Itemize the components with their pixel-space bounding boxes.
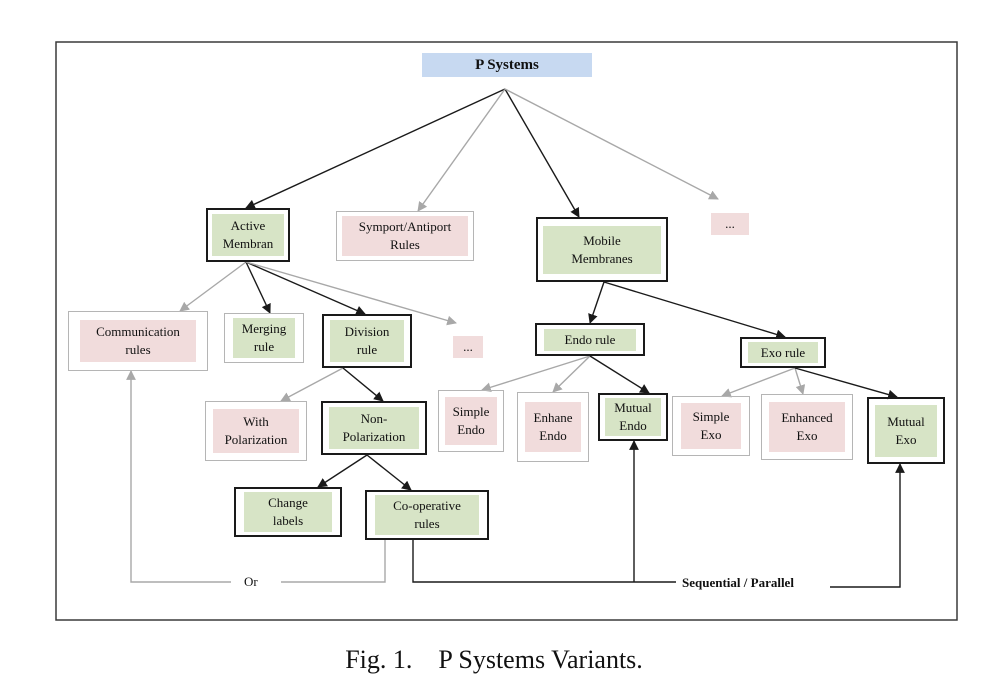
- node-mutual-exo: Mutual Exo: [867, 397, 945, 464]
- edge-mobile-exo: [603, 281, 786, 340]
- label-change-labels: Change labels: [244, 492, 332, 532]
- node-active-membran: Active Membran: [206, 208, 290, 262]
- node-non-polarization: Non- Polarization: [321, 401, 427, 455]
- node-symport: Symport/Antiport Rules: [336, 211, 474, 261]
- node-simple-exo: Simple Exo: [672, 396, 750, 456]
- node-endo-rule: Endo rule: [535, 323, 645, 356]
- label-mutual-endo: Mutual Endo: [605, 398, 661, 436]
- or-connector: [281, 540, 386, 583]
- edge-active-merging: [245, 261, 271, 314]
- label-mutual-exo: Mutual Exo: [875, 404, 937, 457]
- sequential-parallel-label: Sequential / Parallel: [676, 575, 800, 591]
- edge-root-symport: [417, 88, 506, 212]
- node-enhane-endo: Enhane Endo: [517, 392, 589, 462]
- edge-endo-mutual: [589, 355, 650, 394]
- label-simple-exo: Simple Exo: [681, 403, 741, 449]
- edge-exo-simple: [721, 367, 796, 398]
- label-ellipsis-mid: ...: [453, 336, 483, 358]
- node-cooperative: Co-operative rules: [365, 490, 489, 540]
- label-simple-endo: Simple Endo: [445, 397, 497, 445]
- or-label: Or: [238, 574, 264, 590]
- node-division: Division rule: [322, 314, 412, 368]
- root-label: P Systems: [422, 53, 592, 77]
- root-node: P Systems: [422, 53, 592, 77]
- edge-active-ellipsis: [245, 261, 457, 326]
- label-ellipsis-top: ...: [711, 213, 749, 235]
- label-non-polarization: Non- Polarization: [329, 407, 419, 449]
- node-simple-endo: Simple Endo: [438, 390, 504, 452]
- edge-mobile-endo: [588, 281, 605, 324]
- edge-division-with: [280, 367, 344, 402]
- edge-exo-mutual: [794, 367, 898, 400]
- edge-root-active: [245, 88, 506, 209]
- node-ellipsis-mid: ...: [453, 336, 483, 358]
- label-enhane-endo: Enhane Endo: [525, 402, 581, 452]
- label-cooperative: Co-operative rules: [375, 495, 479, 535]
- label-division: Division rule: [330, 320, 404, 362]
- edge-exo-enhanced: [794, 367, 806, 395]
- edge-endo-simple: [481, 355, 591, 393]
- seq-connector-right: [830, 463, 905, 588]
- label-enhanced-exo: Enhanced Exo: [769, 402, 845, 452]
- figure-caption: Fig. 1. P Systems Variants.: [345, 645, 643, 674]
- node-merging: Merging rule: [224, 313, 304, 363]
- seq-connector-left: [412, 540, 676, 583]
- label-exo-rule: Exo rule: [748, 342, 818, 363]
- figure-frame: [55, 41, 958, 621]
- node-mobile-membranes: Mobile Membranes: [536, 217, 668, 282]
- label-endo-rule: Endo rule: [544, 328, 636, 351]
- edge-active-division: [245, 261, 366, 315]
- label-merging: Merging rule: [233, 318, 295, 358]
- node-ellipsis-top: ...: [711, 213, 749, 235]
- node-change-labels: Change labels: [234, 487, 342, 537]
- node-with-polarization: With Polarization: [205, 401, 307, 461]
- node-enhanced-exo: Enhanced Exo: [761, 394, 853, 460]
- edge-division-non: [342, 367, 384, 402]
- label-symport: Symport/Antiport Rules: [342, 216, 468, 256]
- node-mutual-endo: Mutual Endo: [598, 393, 668, 441]
- edge-active-communication: [179, 261, 247, 312]
- edge-root-ellipsis: [504, 88, 719, 200]
- edge-endo-enhane: [552, 355, 591, 393]
- label-active-membran: Active Membran: [212, 214, 284, 256]
- or-connector-left: [126, 370, 231, 583]
- node-communication: Communication rules: [68, 311, 208, 371]
- edge-root-mobile: [504, 88, 580, 218]
- label-with-polarization: With Polarization: [213, 409, 299, 453]
- label-mobile-membranes: Mobile Membranes: [543, 225, 661, 274]
- node-exo-rule: Exo rule: [740, 337, 826, 368]
- edge-non-cooperative: [366, 454, 412, 491]
- label-communication: Communication rules: [80, 320, 196, 362]
- edge-non-change: [317, 454, 368, 488]
